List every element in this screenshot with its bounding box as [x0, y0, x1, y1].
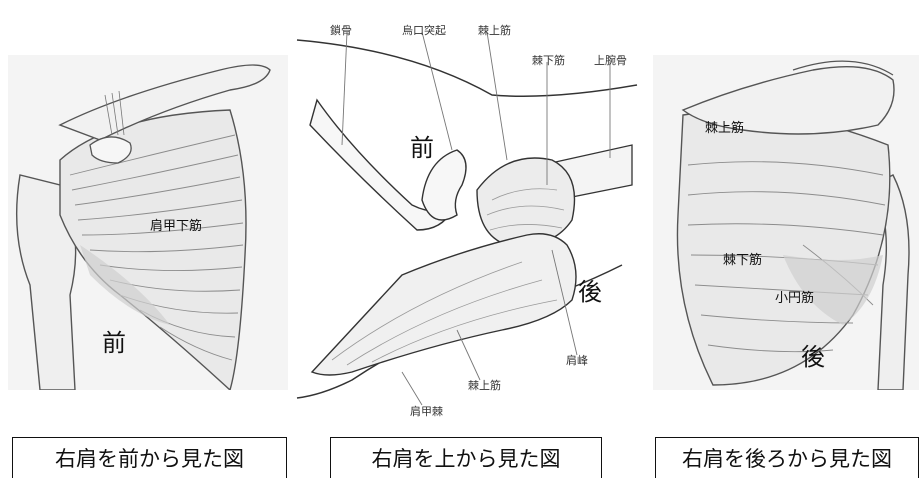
- label-subscapularis: 肩甲下筋: [150, 215, 202, 234]
- label-top-front: 前: [410, 128, 434, 163]
- caption-back-view: 右肩を後ろから見た図: [655, 437, 919, 478]
- label-clavicle: 鎖骨: [330, 22, 352, 38]
- caption-top-view: 右肩を上から見た図: [330, 437, 602, 478]
- label-back-direction: 後: [801, 337, 825, 372]
- label-coracoid: 烏口突起: [402, 22, 446, 38]
- label-humerus: 上腕骨: [594, 52, 627, 68]
- front-view-illustration: [0, 55, 292, 390]
- label-front-direction: 前: [102, 323, 126, 358]
- top-view-panel: 鎖骨 烏口突起 棘上筋 棘下筋 上腕骨 肩峰 棘上筋 肩甲棘 前 後: [292, 0, 642, 430]
- label-supraspinatus-bottom: 棘上筋: [468, 377, 501, 393]
- top-view-illustration: [292, 0, 642, 430]
- label-infraspinatus: 棘下筋: [532, 52, 565, 68]
- label-supraspinatus-top: 棘上筋: [478, 22, 511, 38]
- label-acromion: 肩峰: [566, 352, 588, 368]
- label-back-infraspinatus: 棘下筋: [723, 249, 762, 268]
- label-scapular-spine: 肩甲棘: [410, 403, 443, 419]
- back-view-panel: 棘上筋 棘下筋 小円筋 後: [653, 55, 919, 390]
- label-top-back: 後: [578, 272, 602, 307]
- back-view-illustration: [653, 55, 919, 390]
- label-back-supraspinatus: 棘上筋: [705, 117, 744, 136]
- caption-front-view: 右肩を前から見た図: [12, 437, 287, 478]
- front-view-panel: 肩甲下筋 前: [0, 55, 292, 390]
- label-teres-minor: 小円筋: [775, 287, 814, 306]
